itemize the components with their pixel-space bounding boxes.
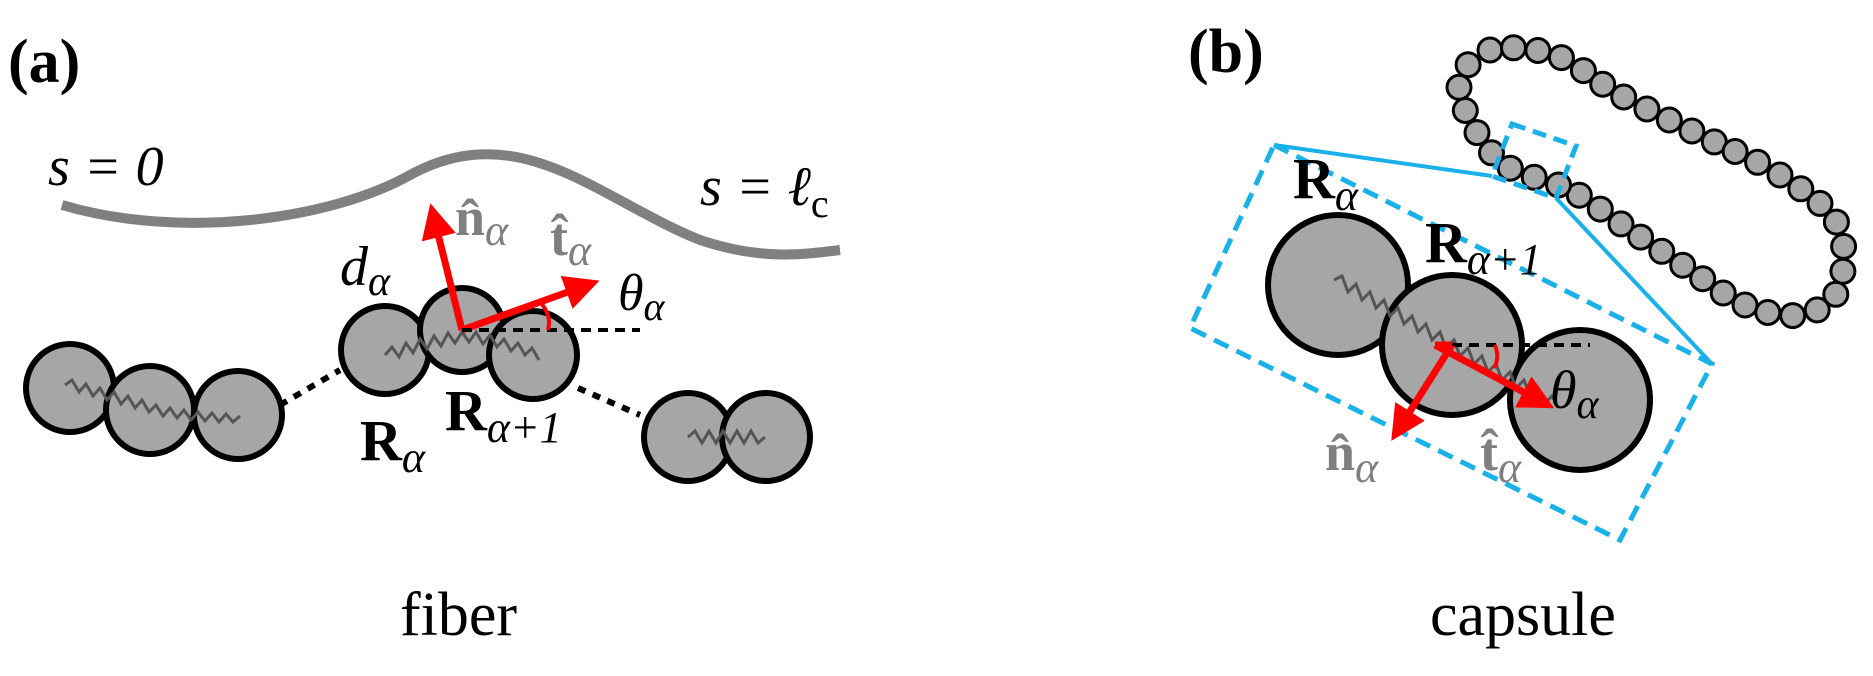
bead	[719, 390, 813, 484]
capsule-bead	[1830, 232, 1858, 260]
capsule-bead	[1744, 148, 1772, 176]
capsule-bead	[1678, 117, 1706, 145]
capsule-bead	[1627, 223, 1655, 251]
capsule-bead	[1610, 83, 1638, 111]
R-alpha-label: Rα	[360, 408, 426, 482]
capsule-bead	[1500, 34, 1527, 62]
panel-a-label: (a)	[8, 28, 80, 96]
bead	[1507, 327, 1653, 473]
capsule-bead	[1655, 106, 1683, 134]
capsule-bead	[1803, 296, 1831, 324]
capsule-bead	[1721, 138, 1749, 165]
capsule-bead	[1547, 44, 1575, 72]
zoom-connector-top	[1273, 143, 1493, 178]
t-hat-label: t̂α	[550, 207, 592, 275]
capsule-bead	[1669, 251, 1697, 279]
fiber-caption: fiber	[400, 581, 517, 649]
capsule-bead	[1569, 57, 1597, 85]
s-end-label: s = ℓc	[700, 156, 829, 226]
spring	[687, 428, 766, 446]
capsule-bead	[1822, 208, 1850, 236]
normal-vector-arrow	[1391, 343, 1455, 441]
panel-b: (b) Rα Rα+1 θα n̂α t̂α capsule	[1186, 18, 1858, 649]
theta-angle-arc	[1492, 344, 1500, 370]
zoom-detail-box	[1186, 141, 1716, 544]
n-hat-label: n̂α	[455, 187, 509, 255]
capsule-bead	[1731, 291, 1759, 319]
theta-label: θα	[1550, 360, 1600, 428]
capsule-bead	[1524, 37, 1552, 64]
n-hat-label: n̂α	[1325, 422, 1379, 492]
capsule-bead	[1445, 73, 1473, 101]
capsule-bead	[1779, 302, 1807, 330]
capsule-bead	[1709, 279, 1737, 307]
t-hat-label: t̂α	[1480, 422, 1522, 492]
tangent-vector-arrow	[460, 275, 600, 334]
bead	[191, 368, 285, 462]
tangent-vector-arrow	[1433, 341, 1555, 409]
normal-vector-arrow	[421, 203, 466, 331]
capsule-bead	[1648, 237, 1676, 265]
capsule-bead	[1520, 163, 1548, 191]
capsule-caption: capsule	[1430, 581, 1616, 649]
s-start-label: s = 0	[48, 136, 164, 198]
spring	[64, 377, 241, 425]
panel-a: (a) s = 0 s = ℓc n̂α t̂α dα θα Rα R	[8, 28, 841, 649]
bead	[1265, 212, 1411, 358]
capsule-bead	[1822, 280, 1850, 308]
zoom-connector-bottom	[1554, 196, 1714, 366]
capsule-bead	[1754, 299, 1782, 326]
capsule-bead	[1454, 51, 1482, 79]
chain-gap-dots-left	[278, 367, 342, 408]
theta-angle-arc	[538, 300, 551, 331]
capsule-bead	[1586, 195, 1614, 223]
bead	[486, 308, 580, 402]
capsule-bead	[1633, 95, 1661, 123]
capsule-bead	[1766, 161, 1794, 189]
capsule-bead	[1806, 189, 1834, 217]
R-alpha-plus-1-label: Rα+1	[1425, 210, 1542, 284]
fiber-centerline-curve	[60, 149, 841, 260]
chain-gap-dots-right	[576, 385, 642, 418]
capsule-bead	[1787, 175, 1815, 203]
capsule-bead	[1589, 70, 1617, 98]
capsule-bead	[1476, 36, 1504, 64]
capsule-bead	[1451, 97, 1479, 124]
R-alpha-label: Rα	[1293, 146, 1359, 220]
theta-label: θα	[618, 265, 666, 329]
capsule-bead	[1463, 119, 1491, 147]
right-bead-chain	[641, 390, 813, 484]
capsule-bead	[1496, 154, 1524, 182]
capsule-bead	[1689, 265, 1717, 293]
capsule-bead	[1607, 210, 1635, 238]
d-alpha-label: dα	[340, 236, 391, 305]
left-bead-chain	[23, 341, 285, 462]
capsule-bead	[1829, 257, 1857, 285]
R-alpha-plus-1-label: Rα+1	[445, 378, 562, 452]
panel-b-label: (b)	[1188, 18, 1264, 86]
